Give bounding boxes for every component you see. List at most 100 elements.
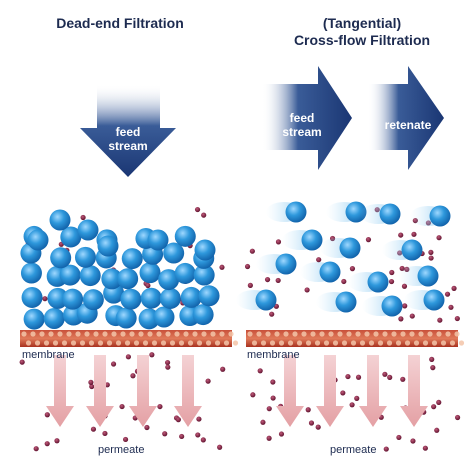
dead-end-membrane [20,330,239,347]
solute-dot [396,434,402,441]
flowing-particle [401,239,423,261]
solute-dot [89,383,95,390]
permeate-arrow [46,355,74,427]
solute-dot [157,403,163,410]
solute-dot [430,365,436,371]
dead-end-feed-arrow [80,84,176,177]
cross-flow-permeate-arrows [276,355,428,427]
permeate-arrow [359,355,387,427]
solute-dot [275,239,282,245]
dead-end-feed-label-line1: feed [115,125,141,139]
retained-particle [140,287,162,309]
solute-dot [104,382,110,388]
retained-particle [74,246,96,268]
solute-dot [149,352,155,358]
solute-dot [200,437,206,443]
solute-dot [365,237,372,243]
retained-particle [153,306,175,328]
permeate-arrow [316,355,344,427]
solute-dot [144,424,150,431]
retained-particle [174,262,196,284]
solute-dot [436,399,442,405]
retained-particle [193,264,215,286]
cross-flow-feed-label-line1: feed [289,111,315,125]
retained-particle [62,288,84,310]
dead-end-feed-label-line2: stream [108,139,148,153]
retenate-arrow [368,66,444,170]
solute-dot [388,278,395,285]
flowing-particle [335,291,357,313]
cross-flow-particles [236,201,451,317]
solute-dot [125,354,132,360]
solute-dot [247,282,253,288]
retained-particle [27,229,49,251]
dead-end-title: Dead-end Filtration [56,15,184,31]
solute-dot [195,432,201,438]
solute-dot [44,441,50,447]
solute-dot [354,395,360,402]
solute-dot [201,212,207,218]
retained-particle [163,242,185,264]
solute-dot [349,402,355,408]
retained-particle [115,307,137,329]
flowing-particle [275,253,297,275]
solute-dot [270,379,276,385]
solute-dot [422,445,428,451]
dead-end-permeate-label: permeate [98,444,145,456]
solute-dot [119,403,125,410]
retained-particle [139,262,161,284]
retained-particle [159,287,181,309]
cross-flow-permeate-label: permeate [330,444,377,456]
solute-dot [410,438,416,444]
solute-dot [401,283,408,289]
solute-dot [345,373,351,380]
solute-dot [428,249,434,255]
solute-dot [33,446,39,452]
solute-dot [269,311,275,317]
solute-dot [175,417,181,423]
cross-flow-title-line2: Cross-flow Filtration [293,32,431,48]
solute-dot [250,392,256,398]
solute-dot [205,378,211,384]
solute-dot [264,276,271,283]
solute-dot [444,291,451,297]
retained-particle [101,268,123,290]
solute-dot [220,366,226,372]
retained-particle [198,285,220,307]
permeate-arrow [276,355,304,427]
solute-dot [315,424,321,430]
retained-particle [147,229,169,251]
solute-dot [217,444,223,450]
permeate-arrow [129,355,157,427]
solute-dot [431,404,437,410]
retained-particle [49,209,71,231]
retained-particle [20,262,42,284]
dead-end-retained-particles [20,209,220,330]
solute-dot [434,427,440,433]
cross-flow-title-line1: (Tangential) [322,15,402,31]
solute-dot [349,266,356,272]
solute-dot [398,232,404,238]
retained-particle [97,235,119,257]
solute-dot [355,374,362,380]
permeate-arrow [400,355,428,427]
solute-dot [383,446,389,452]
flowing-particle [285,201,307,223]
solute-dot [429,356,435,362]
solute-dot [266,406,272,412]
flowing-particle [367,271,389,293]
solute-dot [162,431,168,437]
flowing-particle [423,289,445,311]
solute-dot [398,316,404,322]
solute-dot [145,282,151,289]
solute-dot [19,359,25,365]
retained-particle [23,308,45,330]
solute-dot [411,231,417,237]
retained-particle [194,239,216,261]
flowing-particle [417,265,439,287]
solute-dot [340,390,346,396]
solute-dot [409,313,415,319]
solute-dot [164,359,171,366]
retained-particle [192,304,214,326]
solute-dot [308,420,315,426]
